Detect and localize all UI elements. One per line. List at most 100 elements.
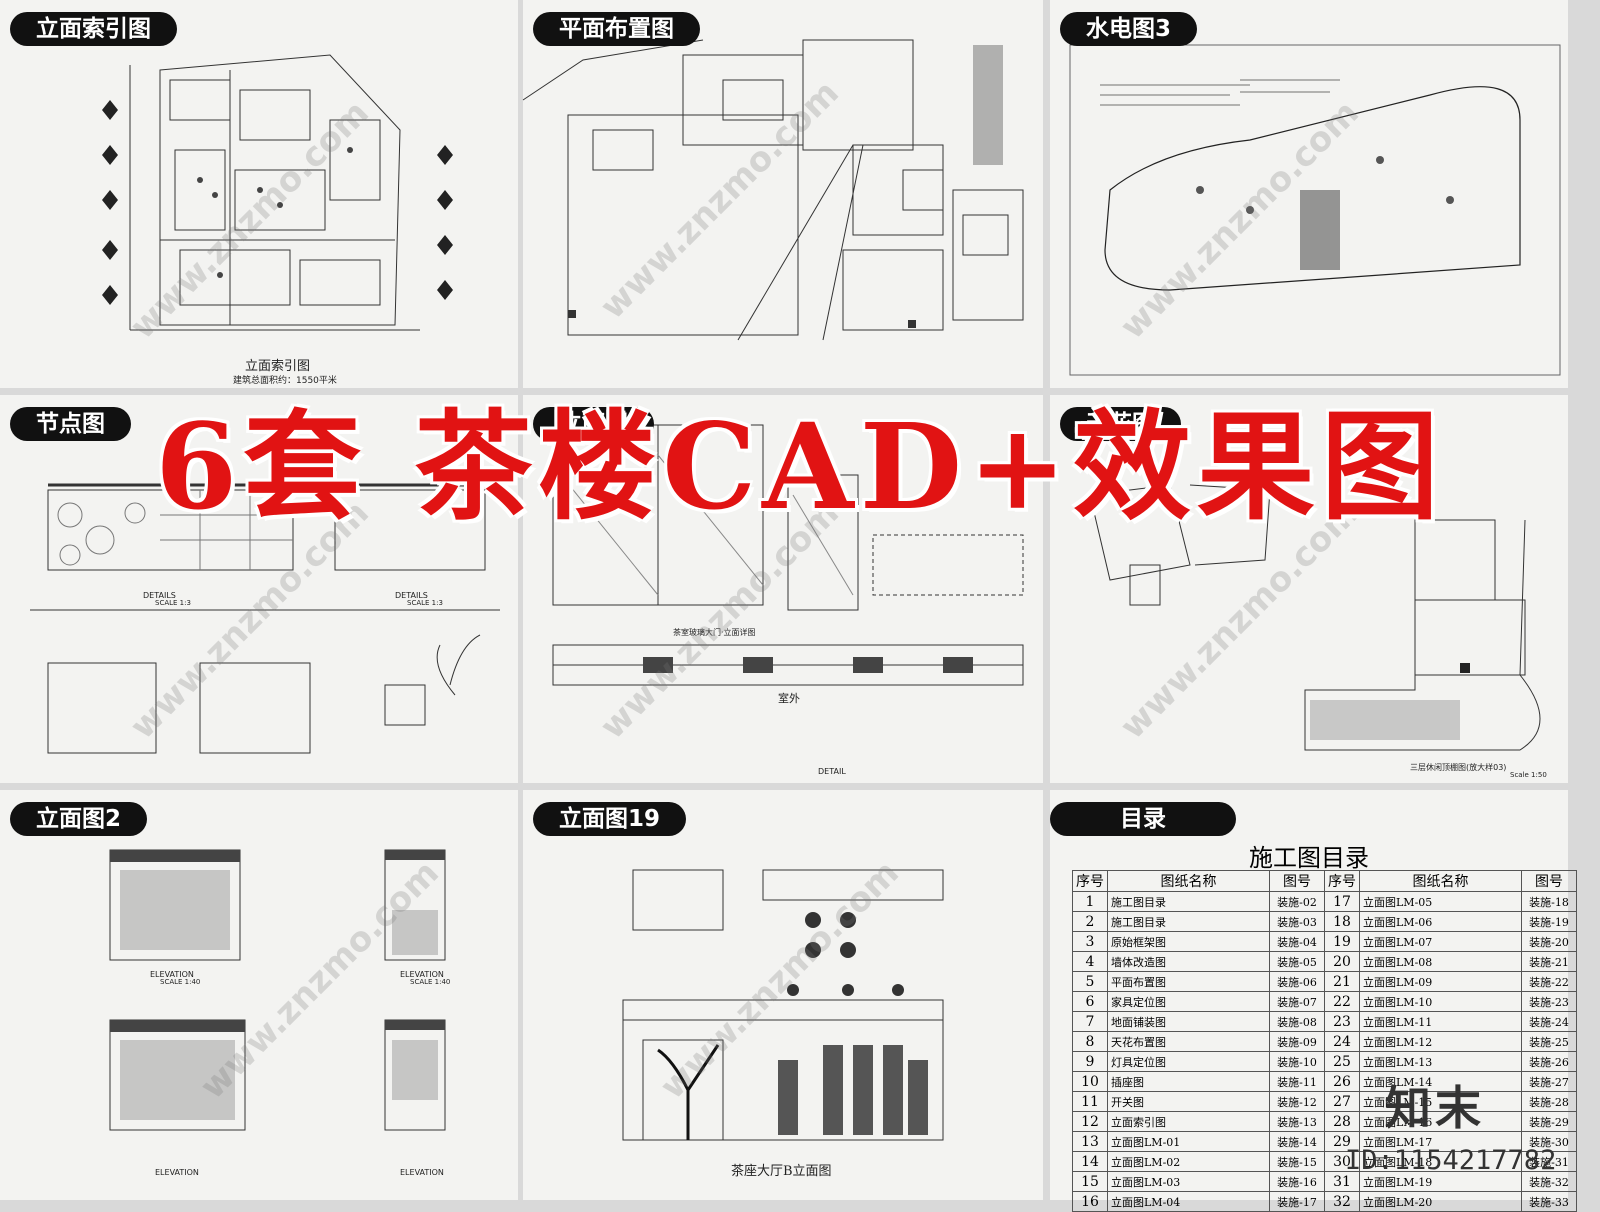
toc-cell: 21: [1324, 971, 1360, 992]
toc-cell: 7: [1072, 1011, 1108, 1032]
toc-cell: 10: [1072, 1071, 1108, 1092]
panel-tag: 平面布置图: [533, 12, 700, 46]
toc-cell: 装施-06: [1269, 971, 1325, 992]
toc-cell: 1: [1072, 891, 1108, 912]
toc-header-cell: 图号: [1521, 870, 1577, 892]
toc-cell: 装施-28: [1521, 1091, 1577, 1112]
panel-layout-plan[interactable]: 平面布置图: [522, 0, 1043, 388]
details-label: DETAILS: [143, 591, 176, 600]
ceiling-caption: 三层休闲顶棚图(放大样03): [1410, 763, 1507, 772]
toc-cell: 立面图LM-12: [1359, 1031, 1522, 1052]
panel-elevation-index[interactable]: 立面索引图 立面索引图 建筑总面积约：1550平米: [0, 0, 518, 388]
toc-cell: 开关图: [1107, 1091, 1270, 1112]
toc-cell: 9: [1072, 1051, 1108, 1072]
toc-cell: 装施-03: [1269, 911, 1325, 932]
toc-cell: 立面图LM-06: [1359, 911, 1522, 932]
toc-cell: 原始框架图: [1107, 931, 1270, 952]
detail-label: DETAIL: [818, 767, 846, 776]
toc-cell: 墙体改造图: [1107, 951, 1270, 972]
panel-details[interactable]: 节点图 DETAILS SCALE 1:3 DETAILS SCALE 1:3: [0, 395, 518, 783]
details-label-2: DETAILS: [395, 591, 428, 600]
toc-cell: 家具定位图: [1107, 991, 1270, 1012]
toc-cell: 立面索引图: [1107, 1111, 1270, 1132]
toc-cell: 立面图LM-01: [1107, 1131, 1270, 1152]
toc-cell: 32: [1324, 1191, 1360, 1212]
panel-mep[interactable]: 水电图3: [1050, 0, 1568, 388]
toc-cell: 立面图LM-05: [1359, 891, 1522, 912]
toc-cell: 25: [1324, 1051, 1360, 1072]
outdoor-label: 室外: [778, 692, 800, 705]
toc-cell: 8: [1072, 1031, 1108, 1052]
toc-cell: 施工图目录: [1107, 891, 1270, 912]
toc-cell: 立面图LM-13: [1359, 1051, 1522, 1072]
image-id: ID:1154217782: [1345, 1145, 1557, 1176]
toc-cell: 装施-05: [1269, 951, 1325, 972]
toc-cell: 2: [1072, 911, 1108, 932]
toc-cell: 12: [1072, 1111, 1108, 1132]
panel-ceiling[interactable]: 天花图 三层休闲顶棚图(放大样03) Scale 1:50: [1050, 395, 1568, 783]
toc-cell: 29: [1324, 1131, 1360, 1152]
panel-tag: 目录: [1050, 802, 1236, 836]
toc-cell: 28: [1324, 1111, 1360, 1132]
details-drawing: [30, 483, 500, 754]
toc-cell: 立面图LM-02: [1107, 1151, 1270, 1172]
toc-cell: 16: [1072, 1191, 1108, 1212]
elevation-label-3: ELEVATION: [155, 1168, 199, 1177]
panel-tag: 立面图: [533, 407, 654, 441]
drawing-caption: 茶座大厅B立面图: [731, 1164, 832, 1179]
toc-cell: 装施-27: [1521, 1071, 1577, 1092]
toc-cell: 立面图LM-19: [1359, 1171, 1522, 1192]
toc-cell: 立面图LM-08: [1359, 951, 1522, 972]
toc-cell: 立面图LM-10: [1359, 991, 1522, 1012]
panel-elevation-detail[interactable]: 立面图 茶室玻璃大门·立面详图 室外 DETAIL: [523, 395, 1043, 783]
toc-cell: 装施-29: [1521, 1111, 1577, 1132]
panel-elevation-19[interactable]: 立面图19 茶座大厅B立面图: [523, 790, 1043, 1200]
ceiling-scale: Scale 1:50: [1510, 771, 1547, 779]
toc-header-cell: 图号: [1269, 870, 1325, 892]
panel-tag: 立面图2: [10, 802, 148, 836]
toc-header-cell: 序号: [1324, 870, 1360, 892]
toc-cell: 立面图LM-09: [1359, 971, 1522, 992]
toc-cell: 装施-24: [1521, 1011, 1577, 1032]
door-elevation-drawing: [552, 424, 1024, 686]
toc-cell: 装施-04: [1269, 931, 1325, 952]
elevation-scale: SCALE 1:40: [160, 978, 201, 986]
toc-cell: 19: [1324, 931, 1360, 952]
toc-cell: 装施-23: [1521, 991, 1577, 1012]
toc-cell: 装施-22: [1521, 971, 1577, 992]
toc-cell: 装施-18: [1521, 891, 1577, 912]
toc-cell: 地面铺装图: [1107, 1011, 1270, 1032]
elevation-2-drawing: [109, 849, 446, 1131]
panel-tag: 立面图19: [533, 802, 687, 836]
toc-cell: 装施-15: [1269, 1151, 1325, 1172]
elevation-scale-2: SCALE 1:40: [410, 978, 451, 986]
toc-header-cell: 图纸名称: [1107, 870, 1270, 892]
elevation-label-4: ELEVATION: [400, 1168, 444, 1177]
toc-cell: 装施-33: [1521, 1191, 1577, 1212]
panel-elevation-2[interactable]: 立面图2 ELEVATION SCALE 1:40 ELEVATION SCAL…: [0, 790, 518, 1200]
elevation-label-2: ELEVATION: [400, 970, 444, 979]
panel-tag: 立面索引图: [10, 12, 177, 46]
toc-cell: 装施-02: [1269, 891, 1325, 912]
toc-title: 施工图目录: [1249, 844, 1369, 872]
toc-cell: 立面图LM-20: [1359, 1191, 1522, 1212]
toc-cell: 13: [1072, 1131, 1108, 1152]
toc-cell: 立面图LM-04: [1107, 1191, 1270, 1212]
toc-cell: 26: [1324, 1071, 1360, 1092]
toc-cell: 施工图目录: [1107, 911, 1270, 932]
toc-cell: 装施-14: [1269, 1131, 1325, 1152]
toc-cell: 装施-20: [1521, 931, 1577, 952]
toc-cell: 装施-10: [1269, 1051, 1325, 1072]
toc-cell: 6: [1072, 991, 1108, 1012]
toc-cell: 装施-19: [1521, 911, 1577, 932]
drawing-caption: 立面索引图: [245, 359, 311, 374]
